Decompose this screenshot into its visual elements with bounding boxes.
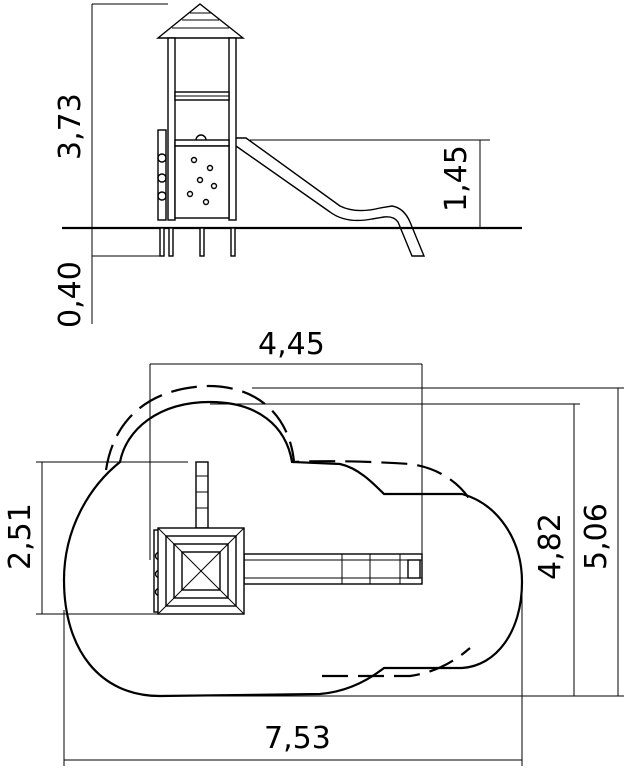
- tower-roof-plan-inner: [173, 543, 229, 599]
- foundation-leg: [168, 227, 174, 257]
- tower-platform: [174, 139, 230, 147]
- tower-roof-plan-inner: [165, 535, 237, 607]
- climbing-hold: [202, 198, 210, 206]
- ladder-rung: [157, 173, 167, 183]
- width-right-inner-label: 4,82: [533, 513, 568, 580]
- ladder-rung: [157, 191, 167, 201]
- tower-roof-plan-inner: [181, 551, 221, 591]
- slide-height-label: 1,45: [439, 145, 474, 212]
- foundation-depth-label: 0,40: [53, 261, 88, 328]
- slide-plan: [243, 553, 423, 585]
- handle-ring: [195, 134, 207, 141]
- extended-safety-zone-outline: [104, 384, 471, 501]
- tower-post-left: [167, 37, 176, 221]
- foundation-leg: [159, 227, 165, 257]
- length-bottom-label: 7,53: [264, 721, 331, 756]
- foundation-leg: [230, 227, 236, 257]
- slide-end: [407, 559, 421, 579]
- roof-diagonal: [157, 527, 245, 615]
- climbing-hold: [190, 156, 198, 164]
- safety-zone-outline: [62, 400, 524, 698]
- climbing-hold: [206, 164, 214, 172]
- ladder-rail: [195, 461, 209, 529]
- side-ladder-post: [157, 129, 167, 221]
- slide-chute: [235, 137, 426, 257]
- climbing-hold: [196, 176, 204, 184]
- tower-height-label: 3,73: [53, 93, 88, 160]
- climbing-hold: [210, 182, 218, 190]
- length-top-label: 4,45: [258, 327, 325, 362]
- tower-post-right: [228, 37, 237, 221]
- foundation-leg: [199, 227, 205, 257]
- elevation-view: [62, 3, 522, 324]
- width-left-label: 2,51: [3, 503, 38, 570]
- climbing-hold: [186, 190, 194, 198]
- width-right-outer-label: 5,06: [579, 503, 614, 570]
- extended-safety-zone-outline: [322, 647, 471, 678]
- ladder-rung: [157, 153, 167, 163]
- tower-roof: [156, 3, 246, 39]
- plan-view: [36, 363, 624, 766]
